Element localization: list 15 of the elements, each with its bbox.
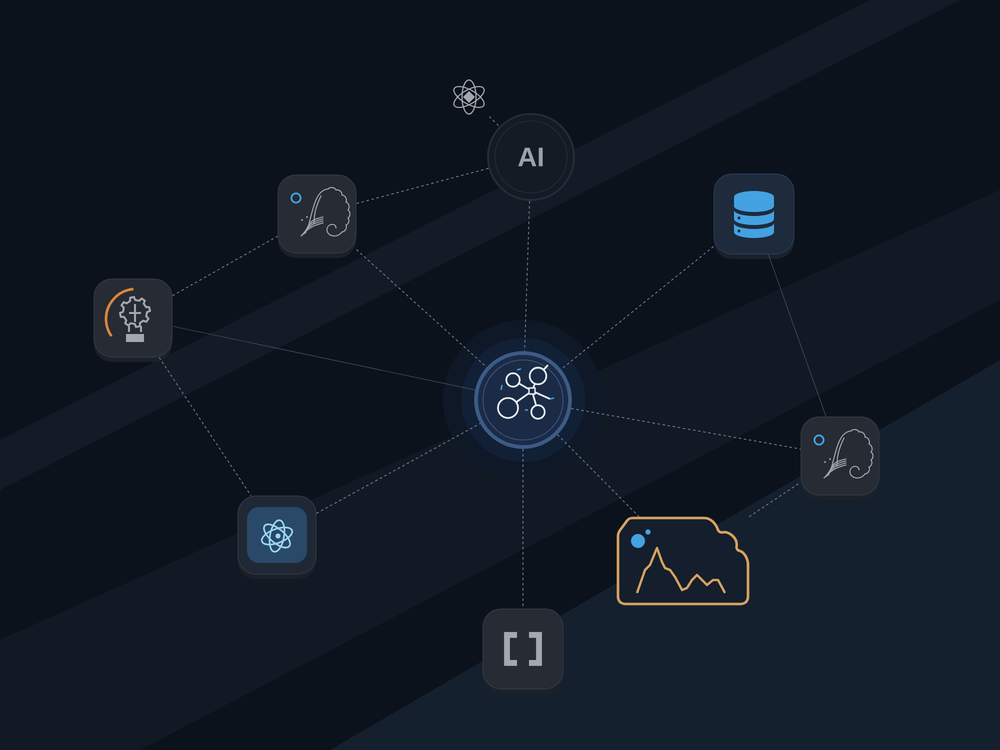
dashed-connector (158, 357, 252, 496)
connector-line (172, 326, 476, 390)
connector-line (768, 254, 826, 417)
dashed-connector (356, 168, 489, 204)
dashed-connector (748, 482, 801, 518)
dashed-connector (557, 434, 640, 518)
dashed-connector (488, 116, 500, 127)
dashed-connector (172, 236, 278, 296)
atom-icon (453, 79, 485, 115)
dashed-connector (524, 200, 530, 352)
dashed-connector (316, 423, 481, 514)
dashed-connector (570, 408, 801, 450)
dashed-connector (522, 448, 524, 609)
dashed-connector (560, 246, 714, 370)
dashed-connector (356, 249, 488, 368)
